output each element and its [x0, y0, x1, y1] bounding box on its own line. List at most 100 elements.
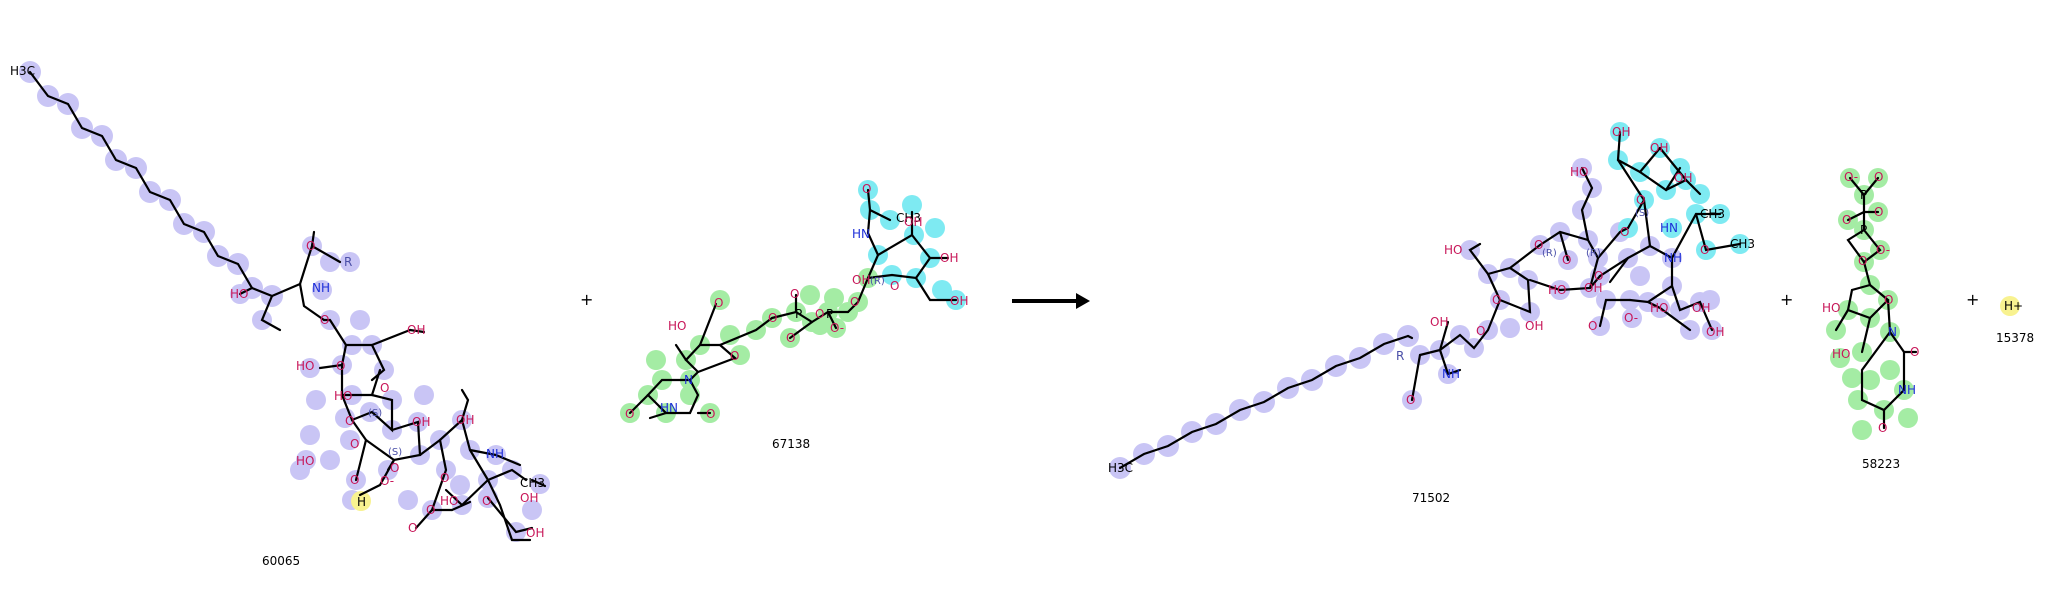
svg-text:H3C: H3C: [10, 64, 35, 78]
svg-text:HO: HO: [296, 359, 314, 373]
svg-text:O: O: [862, 182, 871, 196]
compound-id-60065: 60065: [262, 554, 300, 568]
compound-id-15378: 15378: [1996, 331, 2034, 345]
svg-text:O: O: [350, 473, 359, 487]
svg-text:HO: HO: [440, 494, 458, 508]
svg-text:N: N: [684, 373, 693, 387]
atom-labels-60065: H3C O R NH HO O OH HO O HO O O OH (S) (S…: [10, 64, 545, 540]
svg-text:P: P: [826, 307, 833, 321]
highlight-atoms-67138-green: [620, 268, 878, 423]
atom-labels-67138: HN O N O HO O O O P O O O P O- O OH (R) …: [625, 182, 968, 421]
svg-text:OH: OH: [1525, 319, 1543, 333]
svg-text:NH: NH: [486, 447, 504, 461]
svg-text:O: O: [390, 461, 399, 475]
bonds-67138: [628, 188, 958, 420]
svg-text:H3C: H3C: [1108, 461, 1133, 475]
svg-text:HO: HO: [1650, 301, 1668, 315]
plus-sign: +: [1966, 290, 1979, 309]
svg-text:O: O: [1534, 238, 1543, 252]
svg-text:R: R: [344, 255, 352, 269]
svg-text:OH: OH: [412, 415, 430, 429]
svg-text:O: O: [1878, 421, 1887, 435]
svg-text:HO: HO: [1444, 243, 1462, 257]
svg-text:R: R: [1396, 349, 1404, 363]
svg-text:(S): (S): [388, 447, 402, 458]
svg-text:HO: HO: [230, 287, 248, 301]
svg-text:HO: HO: [1570, 165, 1588, 179]
svg-text:O-: O-: [1624, 311, 1638, 325]
molecule-58223: O- O P O O P O- O O HO HO N O NH O 58223: [1822, 168, 2020, 471]
highlight-hplus: [2000, 296, 2020, 316]
svg-text:OH: OH: [1430, 315, 1448, 329]
svg-text:NH: NH: [1442, 367, 1460, 381]
svg-text:OH: OH: [950, 294, 968, 308]
highlight-h-60065: [351, 491, 371, 511]
svg-text:P: P: [1860, 188, 1867, 202]
svg-text:(S): (S): [1635, 208, 1649, 219]
svg-text:NH: NH: [312, 281, 330, 295]
svg-text:O: O: [1636, 193, 1645, 207]
svg-text:O: O: [440, 471, 449, 485]
highlight-atoms-67138-cyan: [858, 180, 966, 310]
molecule-71502: H3C R O NH OH O HO O OH O HO (R) (R) O H…: [1108, 122, 1755, 505]
svg-text:OH: OH: [904, 215, 922, 229]
svg-text:O: O: [1884, 293, 1893, 307]
svg-text:O: O: [1858, 254, 1867, 268]
svg-text:OH: OH: [1692, 301, 1710, 315]
reaction-arrow: [1012, 293, 1090, 309]
svg-text:O: O: [1406, 393, 1415, 407]
svg-text:O: O: [714, 296, 723, 310]
svg-text:CH3: CH3: [1700, 207, 1725, 221]
svg-text:O: O: [850, 295, 859, 309]
svg-text:O: O: [426, 503, 435, 517]
svg-text:(R): (R): [870, 276, 885, 287]
svg-text:OH: OH: [1650, 141, 1668, 155]
svg-text:O: O: [1842, 213, 1851, 227]
svg-text:OH: OH: [1612, 125, 1630, 139]
highlight-atoms-60065: [19, 61, 550, 542]
svg-text:O: O: [1594, 269, 1603, 283]
svg-text:OH: OH: [1674, 171, 1692, 185]
svg-text:O-: O-: [830, 321, 844, 335]
svg-text:O-: O-: [380, 474, 394, 488]
svg-text:O: O: [380, 381, 389, 395]
svg-text:(S): (S): [368, 408, 382, 419]
svg-text:O: O: [890, 279, 899, 293]
svg-text:O-: O-: [1844, 170, 1858, 184]
svg-text:HO: HO: [1832, 347, 1850, 361]
svg-text:OH: OH: [407, 323, 425, 337]
svg-text:P: P: [1860, 223, 1867, 237]
svg-text:O: O: [345, 414, 354, 428]
svg-text:O: O: [730, 349, 739, 363]
svg-text:O: O: [1476, 324, 1485, 338]
svg-text:O: O: [320, 313, 329, 327]
svg-text:OH: OH: [940, 251, 958, 265]
svg-text:OH: OH: [526, 526, 544, 540]
svg-text:O: O: [482, 494, 491, 508]
bonds-58223: [1834, 176, 1918, 430]
bonds-71502: [1118, 130, 1742, 470]
svg-text:N: N: [1888, 325, 1897, 339]
proton-label: H+: [2004, 299, 2023, 313]
svg-text:OH: OH: [456, 413, 474, 427]
molecule-60065: H3C O R NH HO O OH HO O HO O O OH (S) (S…: [10, 61, 550, 568]
atom-labels-71502: H3C R O NH OH O HO O OH O HO (R) (R) O H…: [1108, 125, 1755, 475]
highlight-atoms-71502-cyan: [1608, 122, 1750, 260]
svg-text:O: O: [1874, 205, 1883, 219]
svg-text:NH: NH: [1898, 383, 1916, 397]
svg-text:O: O: [1588, 319, 1597, 333]
svg-text:HO: HO: [668, 319, 686, 333]
bonds-60065: [28, 70, 547, 542]
svg-text:O: O: [768, 311, 777, 325]
svg-text:HO: HO: [296, 454, 314, 468]
svg-text:HO: HO: [1548, 283, 1566, 297]
svg-text:HN: HN: [660, 401, 678, 415]
svg-text:O: O: [815, 307, 824, 321]
svg-text:O: O: [790, 287, 799, 301]
svg-text:O: O: [1492, 293, 1501, 307]
molecule-67138: HN O N O HO O O O P O O O P O- O OH (R) …: [620, 180, 968, 451]
svg-text:P: P: [795, 307, 802, 321]
svg-text:CH3: CH3: [1730, 237, 1755, 251]
svg-text:O: O: [706, 407, 715, 421]
